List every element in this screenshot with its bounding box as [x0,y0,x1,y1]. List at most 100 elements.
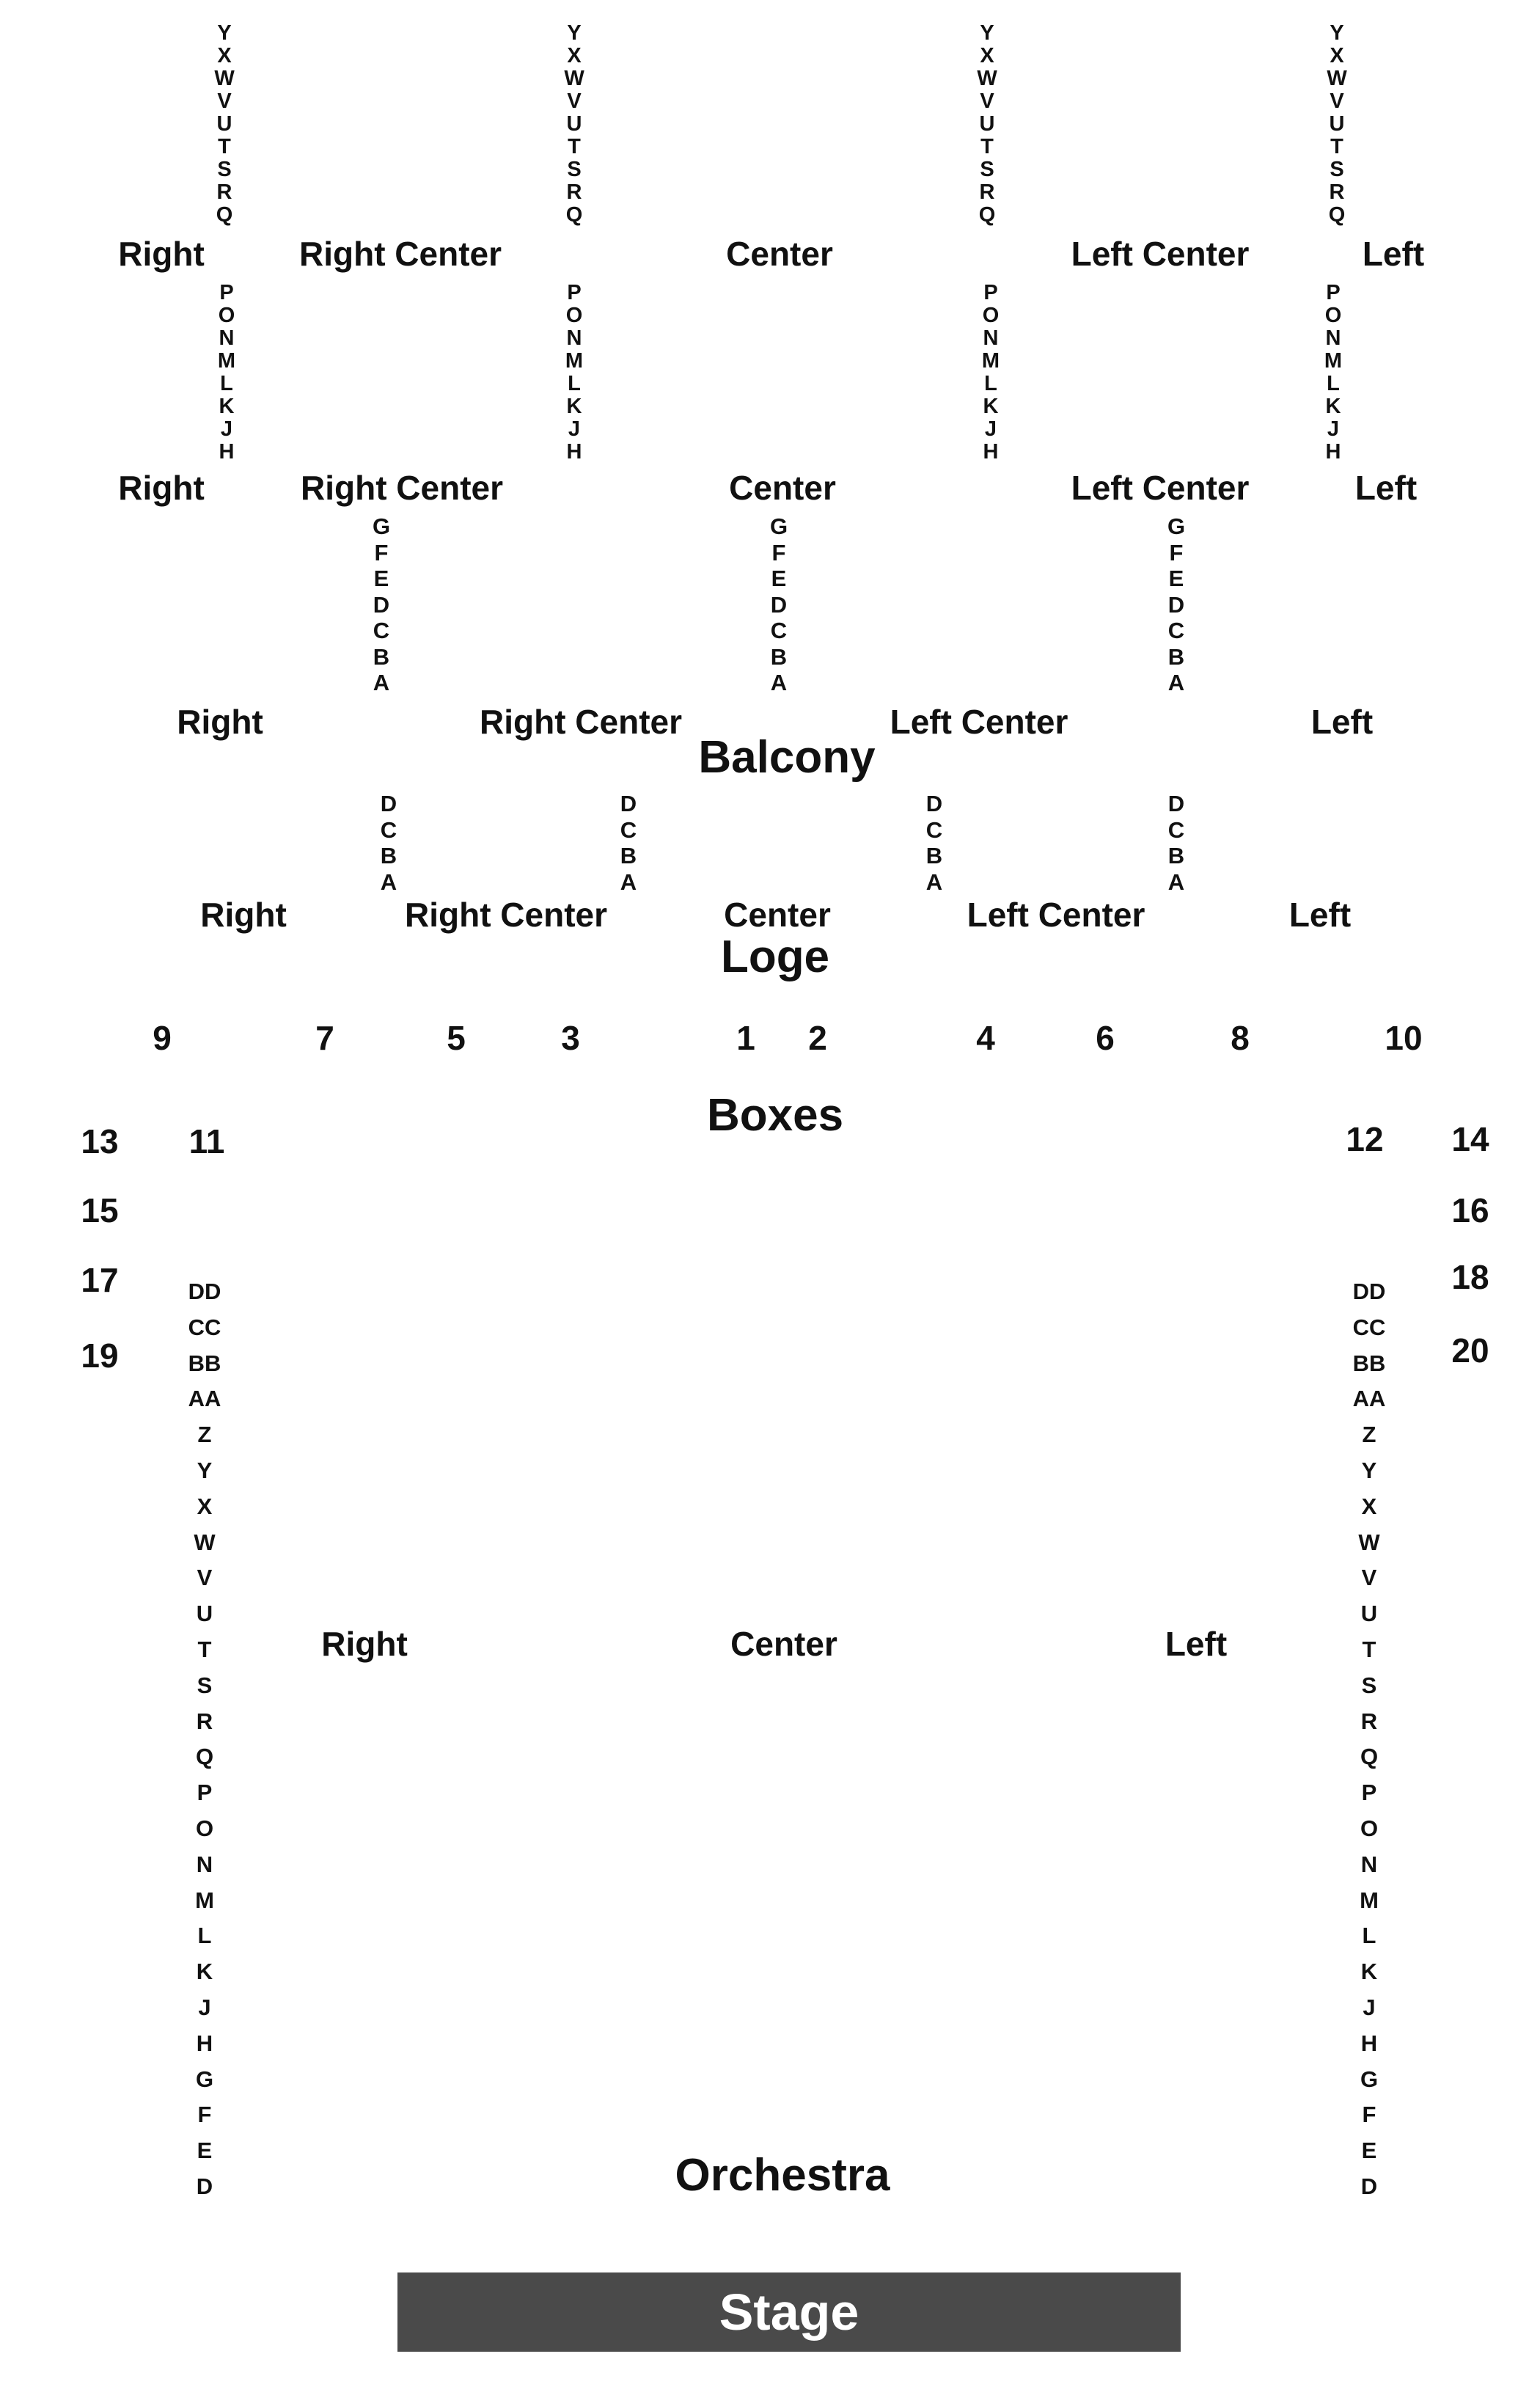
row-letter: C [620,816,637,843]
row-letter: U [566,112,582,136]
row-letter: U [1329,112,1345,136]
row-letter: N [1360,1851,1378,1877]
box-number: 17 [81,1261,119,1299]
box-number: 11 [188,1122,225,1160]
row-letter: N [983,326,999,350]
row-letter: J [1363,1994,1376,2020]
row-letter: C [1167,816,1185,843]
row-letter: D [770,591,788,618]
balcony-upper-section-label: Left [1362,235,1425,273]
row-letter: V [1330,89,1344,113]
box-number: 1 [736,1019,755,1057]
balcony-upper-section-label: Right Center [299,235,502,273]
box-number: 16 [1451,1191,1489,1229]
row-letter: D [925,791,943,816]
row-letter: S [980,158,994,181]
row-letter: W [214,67,235,90]
loge-section-label: Left [1288,896,1352,934]
row-letter: B [620,843,637,869]
row-letter: F [1362,2102,1376,2128]
balcony-title: Balcony [698,732,876,783]
row-letter: T [1330,135,1343,158]
orchestra-title: Orchestra [675,2150,890,2201]
row-letter: W [194,1529,216,1555]
balcony-upper-section-label: Right [118,235,205,273]
row-letter: X [1330,44,1344,67]
row-letter: A [770,670,788,695]
row-letter: E [197,2138,213,2164]
loge-title: Loge [720,932,830,982]
row-letter: C [380,816,397,843]
row-letter: B [373,643,390,670]
row-letter: G [769,513,788,539]
loge-section-label: Left Center [967,896,1145,934]
row-letter: Q [978,203,996,227]
row-letter: M [217,349,236,373]
box-number: 13 [81,1122,119,1160]
row-letter: P [567,281,582,304]
row-letter: P [1326,281,1341,304]
row-letter: Y [567,21,582,45]
row-letter: J [198,1994,211,2020]
box-number: 18 [1451,1258,1489,1296]
row-letter: N [196,1851,213,1877]
row-letter: R [196,1708,213,1734]
row-letter: L [1362,1923,1376,1949]
row-letter: BB [188,1350,221,1376]
row-letter: Y [980,21,994,45]
row-letter: S [1330,158,1344,181]
row-letter: G [195,2066,214,2092]
row-letter: E [373,566,389,591]
box-number: 6 [1096,1019,1115,1057]
row-letter: F [197,2102,212,2128]
row-letter: L [568,372,581,395]
row-letter: S [217,158,232,181]
boxes-title: Boxes [706,1090,844,1141]
box-number: 12 [1346,1120,1384,1158]
row-letter: U [216,112,232,136]
row-letter: S [567,158,582,181]
row-letter: K [196,1959,213,1985]
orchestra-section-label: Left [1165,1625,1228,1663]
row-letter: Q [1328,203,1346,227]
row-letter: H [219,440,235,464]
row-letter: O [195,1815,214,1841]
row-letter: Y [1361,1457,1377,1483]
row-letter: V [217,89,232,113]
row-letter: R [566,180,582,204]
row-letter: C [1167,618,1185,643]
row-letter: J [568,417,581,441]
row-letter: H [1360,2030,1378,2056]
row-letter: Y [197,1457,213,1483]
row-letter: J [984,417,997,441]
row-letter: W [1358,1529,1380,1555]
row-letter: D [1167,791,1185,816]
row-letter: G [372,513,391,539]
row-letter: R [216,180,232,204]
row-letter: G [1360,2066,1379,2092]
row-letter: P [197,1780,213,1806]
row-letter: V [1361,1565,1377,1591]
row-letter: M [1360,1887,1379,1913]
row-letter: H [983,440,999,464]
box-number: 10 [1385,1019,1423,1057]
row-letter: G [1167,513,1186,539]
row-letter: K [1325,395,1341,418]
row-letter: V [197,1565,213,1591]
row-letter: F [771,539,786,566]
orchestra-section-label: Center [730,1625,837,1663]
balcony-middle-section-label: Right Center [301,469,503,507]
row-letter: D [380,791,397,816]
row-letter: V [567,89,582,113]
row-letter: M [565,349,584,373]
row-letter: N [1325,326,1341,350]
row-letter: A [620,869,637,895]
box-number: 20 [1451,1331,1489,1370]
